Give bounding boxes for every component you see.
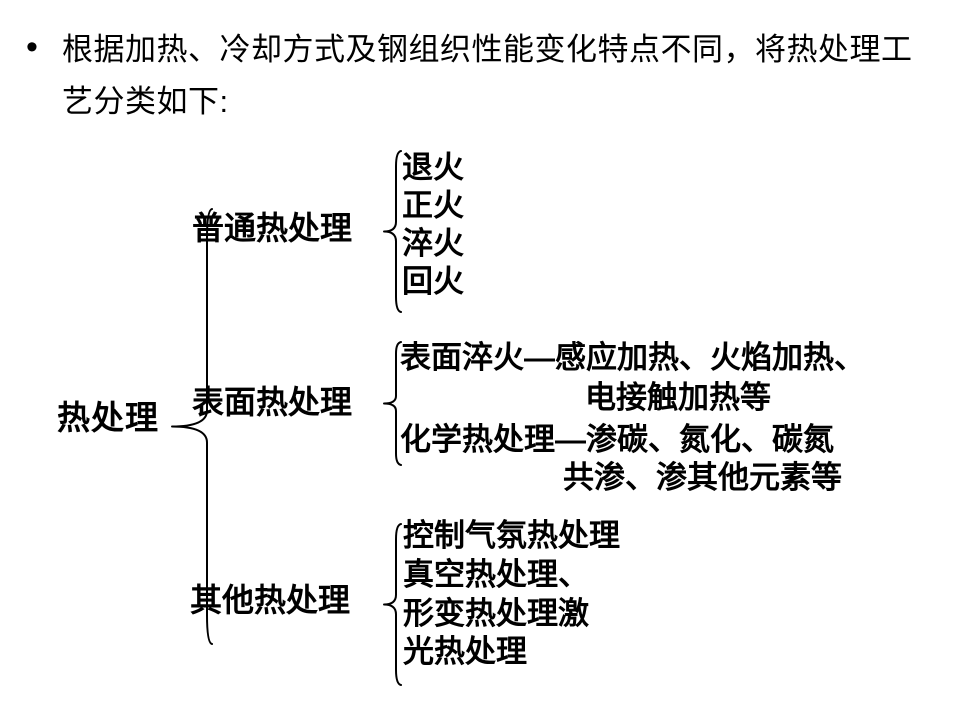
leaf-chemical-heat-treatment-line-1: 化学热处理—渗碳、氮化、碳氮: [400, 422, 834, 457]
curly-brace-other-icon: [383, 523, 402, 686]
branch-label-other-heat-treatment: 其他热处理: [190, 582, 351, 618]
leaf-surface-quenching-line-2: 电接触加热等: [585, 380, 771, 415]
leaf-vacuum: 真空热处理、: [403, 557, 589, 592]
leaf-tempering: 回火: [402, 264, 464, 299]
leaf-chemical-heat-treatment-line-2: 共渗、渗其他元素等: [563, 460, 842, 495]
tree-root-label: 热处理: [57, 399, 159, 436]
branch-label-surface-heat-treatment: 表面热处理: [192, 384, 353, 420]
leaf-normalizing: 正火: [402, 188, 464, 223]
brace-path: [383, 150, 402, 313]
curly-brace-surface-icon: [383, 341, 402, 466]
brace-path: [383, 523, 402, 686]
leaf-deformation-line-1: 形变热处理激: [403, 596, 589, 631]
bullet-icon: •: [26, 28, 38, 66]
leaf-annealing: 退火: [402, 150, 464, 185]
brace-path: [171, 208, 213, 645]
branch-label-ordinary-heat-treatment: 普通热处理: [192, 210, 353, 246]
leaf-surface-quenching-line-1: 表面淬火—感应加热、火焰加热、: [400, 340, 865, 375]
brace-path: [383, 341, 402, 466]
intro-text-line-1: 根据加热、冷却方式及钢组织性能变化特点不同，将热处理工: [62, 32, 913, 67]
curly-brace-ordinary-icon: [383, 150, 402, 313]
leaf-quenching: 淬火: [402, 226, 464, 261]
leaf-controlled-atmosphere: 控制气氛热处理: [403, 518, 620, 553]
curly-brace-root-icon: [171, 208, 213, 645]
leaf-laser-line-2: 光热处理: [403, 634, 527, 669]
intro-text-line-2: 艺分类如下:: [62, 84, 229, 119]
